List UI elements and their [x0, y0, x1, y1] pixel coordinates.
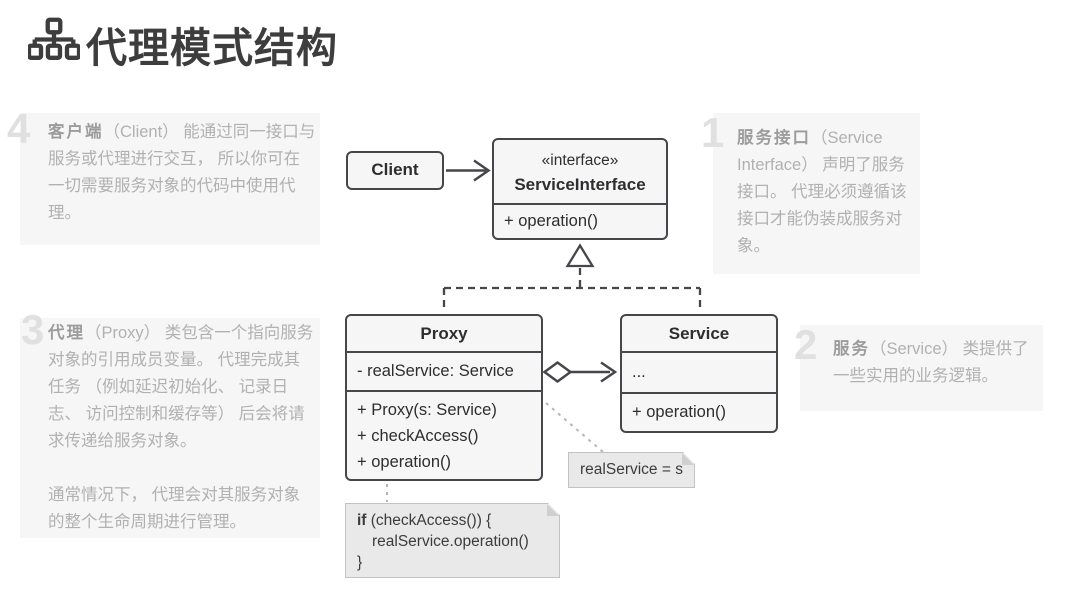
interface-stereotype: «interface» [541, 152, 619, 169]
client-association-arrow [446, 159, 491, 182]
code-keyword-if: if [357, 512, 367, 529]
callout-3-lead: 代理 [48, 324, 85, 342]
callout-4-lead: 客户端 [48, 123, 104, 141]
callout-4-background [20, 113, 320, 245]
callout-1-number: 1 [701, 109, 725, 156]
callout-4-body: （Client） 能通过同一接口与服务或代理进行交互， 所以你可在一切需要服务对… [48, 123, 316, 222]
callout-3-body-2: 通常情况下， 代理会对其服务对象的整个生命周期进行管理。 [48, 486, 301, 531]
sitemap-icon [28, 17, 80, 60]
callout-2-lead: 服务 [833, 340, 870, 358]
callout-1-service-interface: 服务接口（Service Interface） 声明了服务接口。 代理必须遵循该… [737, 125, 909, 260]
callout-3-background [20, 318, 320, 538]
client-class-name: Client [371, 160, 419, 179]
note-fold-corner [547, 504, 559, 516]
service-attribute: ... [622, 351, 776, 392]
code-line-2: realService.operation() [372, 533, 529, 550]
proxy-class-name: Proxy [420, 324, 468, 343]
note-fold-corner [682, 453, 694, 465]
uml-class-service: Service ... + operation() [620, 314, 778, 433]
note-operation-pseudocode: if (checkAccess()) { realService.operati… [345, 503, 560, 578]
callout-3-body: （Proxy） 类包含一个指向服务对象的引用成员变量。 代理完成其任务 （例如延… [48, 324, 314, 450]
aggregation-arrow [542, 360, 618, 384]
callout-4-client: 客户端（Client） 能通过同一接口与服务或代理进行交互， 所以你可在一切需要… [48, 119, 316, 227]
service-interface-method: + operation() [494, 203, 666, 238]
callout-1-lead: 服务接口 [737, 129, 811, 147]
proxy-method-constructor: + Proxy(s: Service) [357, 401, 497, 419]
service-interface-class-name: ServiceInterface [514, 175, 646, 194]
note-real-service-assignment: realService = s [568, 452, 695, 488]
uml-class-service-interface: «interface» ServiceInterface + operation… [492, 138, 668, 240]
callout-2-number: 2 [794, 321, 818, 368]
uml-class-proxy: Proxy - realService: Service + Proxy(s: … [345, 314, 543, 481]
callout-3-proxy: 代理（Proxy） 类包含一个指向服务对象的引用成员变量。 代理完成其任务 （例… [48, 320, 316, 536]
callout-2-background [800, 325, 1043, 411]
realization-lines [442, 243, 702, 312]
service-class-name: Service [668, 324, 730, 343]
callout-3-number: 3 [21, 306, 45, 353]
callout-1-body: （Service Interface） 声明了服务接口。 代理必须遵循该接口才能… [737, 129, 907, 255]
callout-2-service: 服务（Service） 类提供了一些实用的业务逻辑。 [833, 336, 1031, 390]
proxy-methods: + Proxy(s: Service) + checkAccess() + op… [347, 390, 541, 475]
note-assignment-text: realService = s [580, 461, 683, 478]
callout-4-number: 4 [7, 105, 31, 152]
proxy-attribute: - realService: Service [347, 351, 541, 390]
code-line-3: } [357, 554, 363, 571]
page-title: 代理模式结构 [86, 25, 338, 71]
callout-1-background [713, 113, 920, 274]
proxy-method-check-access: + checkAccess() [357, 427, 479, 445]
code-line-1: if (checkAccess()) { [357, 512, 492, 529]
service-method: + operation() [622, 392, 776, 430]
uml-class-client: Client [346, 151, 444, 190]
callout-2-body: （Service） 类提供了一些实用的业务逻辑。 [833, 340, 1029, 385]
proxy-method-operation: + operation() [357, 453, 452, 471]
